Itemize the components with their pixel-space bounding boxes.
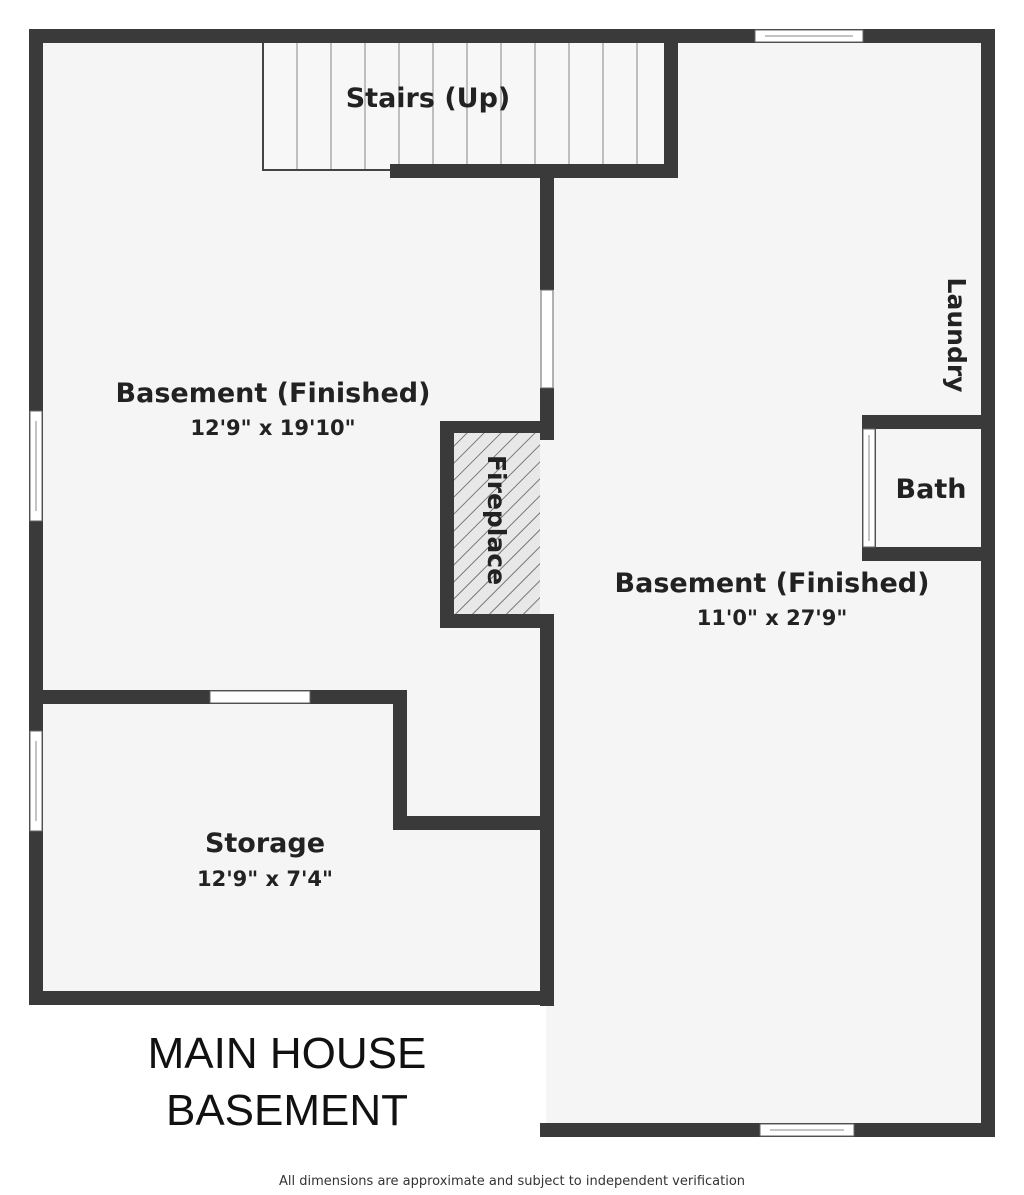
wall-center-lower — [540, 614, 554, 1006]
fireplace-label: Fireplace — [482, 455, 511, 585]
disclaimer-text: All dimensions are approximate and subje… — [279, 1174, 745, 1189]
openings — [29, 29, 876, 1137]
opening-center — [540, 289, 554, 389]
wall-storage-step — [393, 690, 407, 830]
basement-left-label: Basement (Finished) — [116, 378, 431, 409]
floor-right — [546, 36, 988, 1130]
basement-left-dims: 12'9" x 19'10" — [190, 416, 355, 440]
wall-fireplace-top — [440, 421, 554, 433]
basement-right-dims: 11'0" x 27'9" — [697, 606, 848, 630]
laundry-label: Laundry — [942, 278, 971, 393]
plan-title-line1: MAIN HOUSE — [148, 1029, 427, 1078]
storage-dims: 12'9" x 7'4" — [197, 867, 333, 891]
wall-fireplace-left — [440, 421, 454, 628]
wall-stairs-bottom — [390, 164, 678, 178]
storage-label: Storage — [205, 828, 325, 859]
wall-center-upper — [540, 164, 554, 290]
wall-bath-top — [862, 415, 988, 429]
bath-label: Bath — [896, 474, 967, 505]
wall-right — [981, 29, 995, 1137]
wall-bath-bottom — [862, 547, 988, 561]
wall-fireplace-bottom — [440, 614, 554, 628]
basement-right-label: Basement (Finished) — [615, 568, 930, 599]
stair-treads — [296, 42, 638, 169]
stairs-label: Stairs (Up) — [346, 83, 511, 114]
wall-stairs-right — [664, 36, 678, 178]
fireplace-hearth — [454, 433, 540, 614]
plan-title-line2: BASEMENT — [166, 1086, 408, 1135]
wall-bottom-left — [29, 991, 554, 1005]
wall-top — [29, 29, 995, 43]
opening-storage — [209, 690, 311, 704]
wall-storage-bottom — [393, 816, 554, 830]
